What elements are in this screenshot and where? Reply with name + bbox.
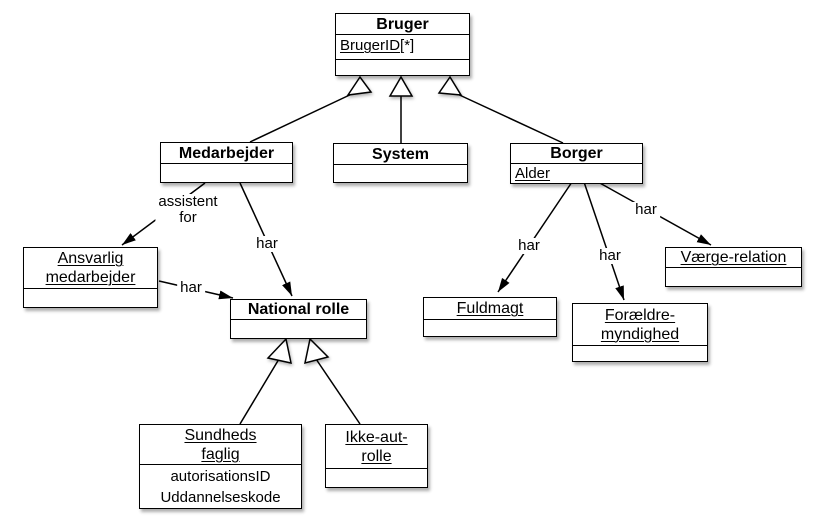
edge-label-text: assistent (158, 193, 218, 210)
class-fuldmagt: Fuldmagt (423, 297, 557, 337)
edge-label-har-borger-foraeldremyndighed: har (596, 248, 624, 264)
class-name-text: Bruger (376, 15, 429, 33)
attributes-compartment: Alder (511, 164, 642, 185)
class-name-text: rolle (361, 447, 392, 465)
class-vaerge-relation: Værge-relation (665, 247, 802, 287)
attribute-multiplicity: [*] (400, 37, 415, 54)
attributes-compartment (161, 164, 292, 182)
generalization-arrowhead-icon (266, 337, 292, 364)
class-borger: Borger Alder (510, 143, 643, 184)
class-name: Fuldmagt (424, 298, 556, 320)
class-sundhedsfaglig: Sundheds faglig autorisationsID Uddannel… (139, 424, 302, 509)
edge-label-text: for (179, 209, 197, 226)
generalization-arrowhead-icon (346, 75, 373, 96)
attributes-compartment (24, 289, 157, 307)
generalization-edge-borger-bruger (452, 91, 564, 144)
edge-label-har-medarbejder-nationalrolle: har (253, 236, 281, 252)
edge-label-har-ansvarlig-nationalrolle: har (177, 280, 205, 296)
class-name-text: Borger (550, 145, 603, 162)
generalization-arrowhead-icon (437, 75, 463, 96)
attribute-uddannelseskode: Uddannelseskode (160, 489, 281, 506)
class-foraeldremyndighed: Forældre- myndighed (572, 303, 708, 362)
class-name: Bruger (336, 14, 469, 35)
attribute-alder: Alder (515, 165, 551, 182)
class-name: Sundheds faglig (140, 425, 301, 465)
generalization-edge-sundhedsfaglig-nationalrolle (239, 358, 280, 425)
class-name-text: medarbejder (45, 269, 136, 286)
class-name: Borger (511, 144, 642, 164)
attributes-compartment (424, 320, 556, 336)
class-name-text: Forældre- (604, 306, 676, 324)
association-edge-borger-har-fuldmagt (497, 181, 573, 293)
class-name: National rolle (231, 300, 366, 320)
attributes-compartment (573, 346, 707, 361)
generalization-edge-ikkeautrolle-nationalrolle (315, 358, 361, 425)
generalization-edge-medarbejder-bruger (249, 91, 357, 143)
attribute-brugerid: BrugerID (340, 37, 401, 54)
edge-label-har-borger-vaergerelation: har (632, 202, 660, 218)
edge-label-assistent-for: assistent for (155, 193, 221, 226)
operations-compartment (336, 60, 469, 75)
class-name: Ikke-aut- rolle (326, 425, 427, 469)
class-name-text: Fuldmagt (456, 300, 524, 317)
class-name: Værge-relation (666, 248, 801, 268)
class-name: Forældre- myndighed (573, 304, 707, 346)
attributes-compartment (334, 165, 467, 182)
attributes-compartment (666, 268, 801, 286)
association-edge-borger-har-foraeldremyndighed (583, 181, 625, 301)
class-national-rolle: National rolle (230, 299, 367, 339)
attribute-autorisationsid: autorisationsID (170, 468, 271, 485)
attributes-compartment (231, 320, 366, 338)
class-medarbejder: Medarbejder (160, 142, 293, 183)
class-name-text: faglig (201, 445, 240, 463)
class-name-text: Sundheds (184, 426, 257, 444)
class-name-text: Medarbejder (178, 144, 275, 162)
attributes-compartment (326, 469, 427, 487)
class-name-text: Ikke-aut- (345, 428, 408, 446)
generalization-arrowhead-icon (388, 75, 414, 97)
class-ikke-aut-rolle: Ikke-aut- rolle (325, 424, 428, 488)
edge-label-har-borger-fuldmagt: har (515, 238, 543, 254)
attributes-compartment: autorisationsID Uddannelseskode (140, 465, 301, 511)
class-name: Ansvarlig medarbejder (24, 248, 157, 289)
class-name: Medarbejder (161, 143, 292, 164)
attributes-compartment: BrugerID[*] (336, 35, 469, 60)
class-ansvarlig-medarbejder: Ansvarlig medarbejder (23, 247, 158, 308)
class-name-text: System (372, 145, 429, 163)
class-system: System (333, 143, 468, 183)
generalization-arrowhead-icon (304, 337, 330, 365)
class-name: System (334, 144, 467, 165)
class-name-text: Ansvarlig (57, 250, 124, 267)
class-name-text: National rolle (247, 301, 350, 318)
class-name-text: Værge-relation (680, 249, 787, 266)
class-name-text: myndighed (600, 325, 680, 343)
class-bruger: Bruger BrugerID[*] (335, 13, 470, 76)
